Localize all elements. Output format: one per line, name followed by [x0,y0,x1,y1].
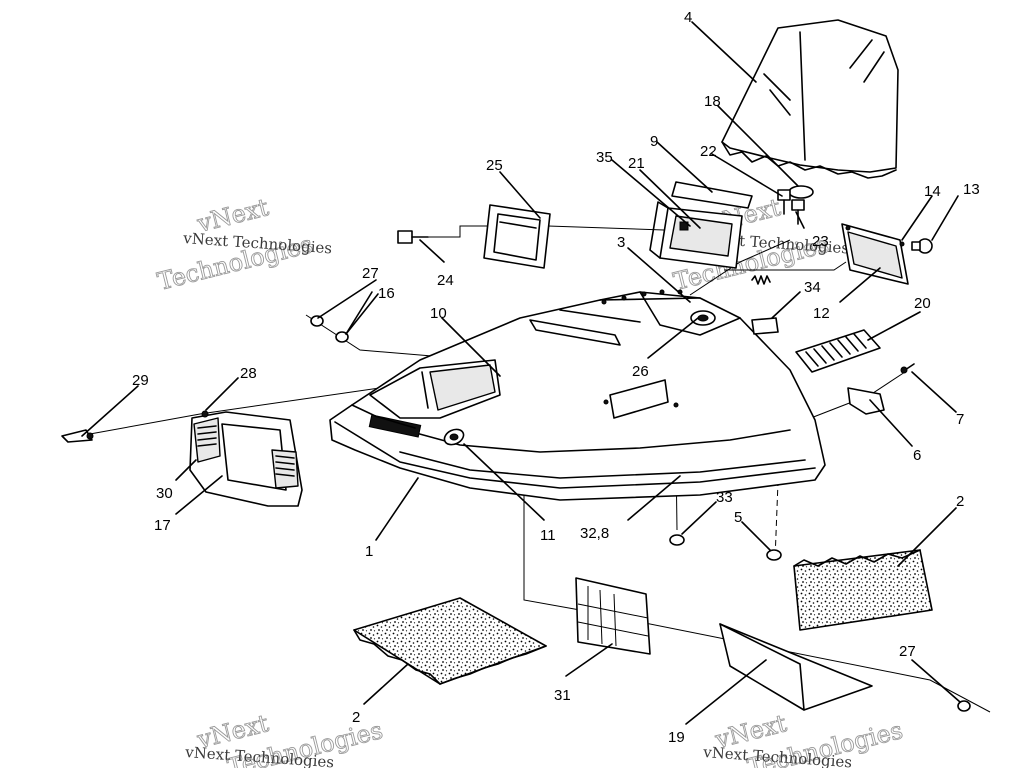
callout-label: 2 [352,709,360,726]
callout-label: 28 [240,365,257,382]
callout-label: 10 [430,305,447,322]
screw-part [61,429,94,443]
callout-label: 24 [437,272,454,289]
callout-label: 12 [813,305,830,322]
callout-label: 27 [362,265,379,282]
taillight-part [841,223,909,285]
decal-sheet-part [575,577,651,655]
callout-label: 23 [812,233,829,250]
pin-part [900,363,915,374]
callout-label: 32,8 [580,525,609,542]
foam-pad-part [353,597,547,685]
callout-label: 30 [156,485,173,502]
grommet-part [443,428,465,446]
callout-label: 1 [365,543,373,560]
callout-label: 4 [684,9,692,26]
plug-part [669,534,782,561]
callout-label: 13 [963,181,980,198]
callout-label: 29 [132,372,149,389]
bolt-part [397,230,429,244]
callout-label: 31 [554,687,571,704]
callout-label: 26 [632,363,649,380]
callout-label: 18 [704,93,721,110]
foam-pad-part [793,549,933,631]
callout-labels: 1 2 2 3 4 5 6 7 9 10 11 12 13 14 16 17 1… [132,9,980,746]
callout-label: 17 [154,517,171,534]
spring-part [751,275,771,285]
flap-part [719,623,873,711]
screws-part [777,189,805,225]
callout-label: 16 [378,285,395,302]
bulb-part [911,238,933,254]
callout-label: 2 [956,493,964,510]
windshield-part [721,19,899,179]
callout-label: 11 [540,527,556,544]
callout-label: 35 [596,149,613,166]
callout-label: 14 [924,183,941,200]
washer-part [788,185,814,199]
callout-label: 33 [716,489,733,506]
bezel-part [483,204,551,269]
callout-label: 27 [899,643,916,660]
callout-label: 21 [628,155,645,172]
clip-part [847,387,885,415]
instrument-panel-part [649,181,753,269]
hood-part [329,289,826,501]
callout-label: 3 [617,234,625,251]
lens-part [751,317,779,335]
side-grille-part [795,329,881,373]
callout-label: 22 [700,143,717,160]
leader-lines [81,21,961,725]
callout-label: 5 [734,509,742,526]
callout-label: 25 [486,157,503,174]
switch-part [690,310,716,326]
callout-label: 9 [650,133,658,150]
callout-label: 34 [804,279,821,296]
nut-part [957,700,971,712]
latch-part [310,291,373,343]
callout-label: 6 [913,447,921,464]
callout-label: 20 [914,295,931,312]
callout-label: 19 [668,729,685,746]
headlight-part [189,410,303,507]
callout-label: 7 [956,411,964,428]
